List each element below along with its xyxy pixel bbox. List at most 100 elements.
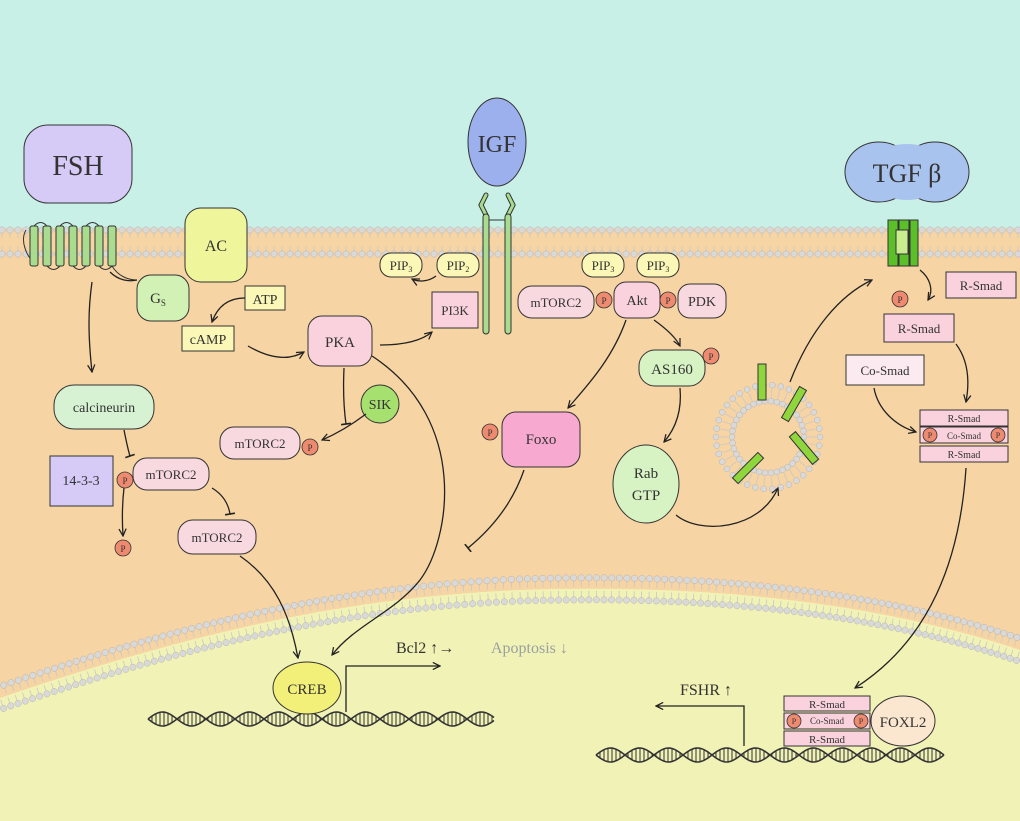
arrow-receptor-rsmad bbox=[919, 269, 931, 300]
pdk-label: PDK bbox=[688, 295, 716, 310]
pip3-b-label: PIP3 bbox=[647, 258, 670, 274]
as160-protein bbox=[638, 349, 706, 387]
ac-label: AC bbox=[205, 238, 227, 255]
igf-label: IGF bbox=[478, 132, 517, 158]
atp-label: ATP bbox=[253, 293, 278, 308]
phospho-nuc-right-label: P bbox=[859, 717, 864, 726]
foxo-factor bbox=[501, 411, 581, 468]
pip2-box bbox=[436, 252, 480, 278]
bcl2-label: Bcl2 ↑→ bbox=[396, 640, 454, 657]
inhibit-calcineurin-mtorc2 bbox=[123, 429, 135, 459]
sik-node bbox=[360, 384, 400, 424]
foxl2-label: FOXL2 bbox=[880, 715, 927, 731]
tgfb-label: TGF β bbox=[873, 159, 942, 188]
atp-box bbox=[244, 285, 286, 311]
foxo-label: Foxo bbox=[526, 432, 557, 448]
arrow-akt-as160 bbox=[653, 319, 680, 346]
igf-ligand bbox=[467, 97, 527, 187]
pip3-a-label: PIP3 bbox=[592, 258, 615, 274]
inhibit-pka-mtorc2 bbox=[340, 367, 352, 426]
adaptor-14-3-3 bbox=[49, 455, 114, 507]
arrow-pka-pi3k bbox=[379, 332, 432, 346]
glut-vesicle bbox=[712, 363, 824, 493]
phospho-complex-right bbox=[990, 427, 1006, 443]
phospho-adaptor-label: P bbox=[122, 476, 127, 486]
phospho-complex-right-label: P bbox=[996, 431, 1001, 440]
phospho-akt-left bbox=[595, 291, 613, 309]
n-rsmad-top-label: R-Smad bbox=[809, 699, 846, 711]
arrow-pka-creb bbox=[332, 355, 446, 655]
tgfb-receptor bbox=[887, 219, 919, 267]
phospho-akt-right bbox=[659, 291, 677, 309]
pka-enzyme bbox=[307, 315, 373, 367]
phospho-adaptor bbox=[116, 471, 134, 489]
pip3-left-label: PIP3 bbox=[390, 258, 413, 274]
camp-box bbox=[181, 325, 235, 352]
mtorc2-bound-box bbox=[132, 457, 210, 491]
phospho-foxo-label: P bbox=[487, 428, 492, 438]
rsmad-top-label: R-Smad bbox=[960, 278, 1003, 293]
rab-label-line1: Rab bbox=[634, 466, 658, 482]
arrow-akt-foxo bbox=[568, 319, 627, 408]
n-cosmad-label: Co-Smad bbox=[810, 716, 845, 726]
nuclear-membrane bbox=[0, 574, 1020, 712]
arrow-atp-camp bbox=[212, 297, 246, 322]
inhibit-mtorc2-free bbox=[211, 487, 236, 516]
apoptosis-label: Apoptosis ↓ bbox=[491, 640, 568, 657]
mtorc2-akt-box bbox=[517, 285, 595, 319]
fshr-label: FSHR ↑ bbox=[680, 682, 732, 699]
pip2-label: PIP2 bbox=[447, 258, 470, 274]
foxl2-factor bbox=[870, 695, 936, 747]
inhibit-foxo-nucleus bbox=[464, 469, 525, 553]
pip3-b bbox=[636, 252, 680, 278]
arrows bbox=[89, 269, 968, 746]
phospho-foxo bbox=[481, 423, 499, 441]
phospho-as160-label: P bbox=[708, 352, 713, 362]
complex-bottom-label: R-Smad bbox=[948, 450, 981, 461]
as160-label: AS160 bbox=[651, 362, 693, 378]
rab-gtp bbox=[612, 444, 680, 524]
dna-left bbox=[147, 711, 495, 727]
mtorc2-pka-box bbox=[219, 426, 301, 460]
phospho-free bbox=[114, 539, 132, 557]
cosmad-label: Co-Smad bbox=[860, 363, 910, 378]
pka-label: PKA bbox=[325, 335, 355, 351]
arrow-rab-vesicle bbox=[675, 488, 778, 527]
pip3-left bbox=[379, 252, 423, 278]
mtorc2-bound-label: mTORC2 bbox=[145, 467, 196, 482]
arrow-cosmad-complex bbox=[873, 387, 916, 432]
calcineurin-box bbox=[53, 384, 155, 430]
rsmad-phospho-label: R-Smad bbox=[898, 321, 941, 336]
dna-right bbox=[595, 747, 945, 763]
arrow-as160-rab bbox=[664, 387, 682, 442]
creb-label: CREB bbox=[287, 682, 326, 698]
mtorc2-free-label: mTORC2 bbox=[191, 530, 242, 545]
arrow-complex-nucleus bbox=[855, 467, 967, 688]
mtorc2-akt-label: mTORC2 bbox=[530, 295, 581, 310]
rsmad-top bbox=[945, 271, 1017, 299]
mtorc2-pka-label: mTORC2 bbox=[234, 436, 285, 451]
phospho-akt-right-label: P bbox=[665, 296, 670, 306]
arrow-vesicle-membrane bbox=[789, 280, 872, 383]
nuclear-smad-complex bbox=[783, 695, 871, 747]
phospho-akt-left-label: P bbox=[601, 296, 606, 306]
arrow-rsmad-complex bbox=[955, 343, 968, 402]
ac-enzyme bbox=[184, 207, 248, 283]
pi3k-label: PI3K bbox=[441, 303, 469, 318]
complex-mid-label: Co-Smad bbox=[947, 431, 982, 441]
rab-label-line2: GTP bbox=[632, 488, 660, 504]
fsh-receptor bbox=[23, 222, 138, 281]
promoter-creb bbox=[345, 666, 440, 712]
camp-label: cAMP bbox=[190, 333, 227, 348]
sik-label: SIK bbox=[369, 398, 392, 413]
calcineurin-label: calcineurin bbox=[73, 401, 135, 416]
rsmad-phospho bbox=[883, 313, 955, 343]
phospho-nuc-left-label: P bbox=[792, 717, 797, 726]
arrow-adaptor-p bbox=[122, 487, 124, 536]
phospho-complex-left bbox=[922, 427, 938, 443]
smad-complex bbox=[919, 409, 1009, 463]
gs-label: GS bbox=[150, 291, 166, 308]
pdk-kinase bbox=[677, 283, 727, 319]
